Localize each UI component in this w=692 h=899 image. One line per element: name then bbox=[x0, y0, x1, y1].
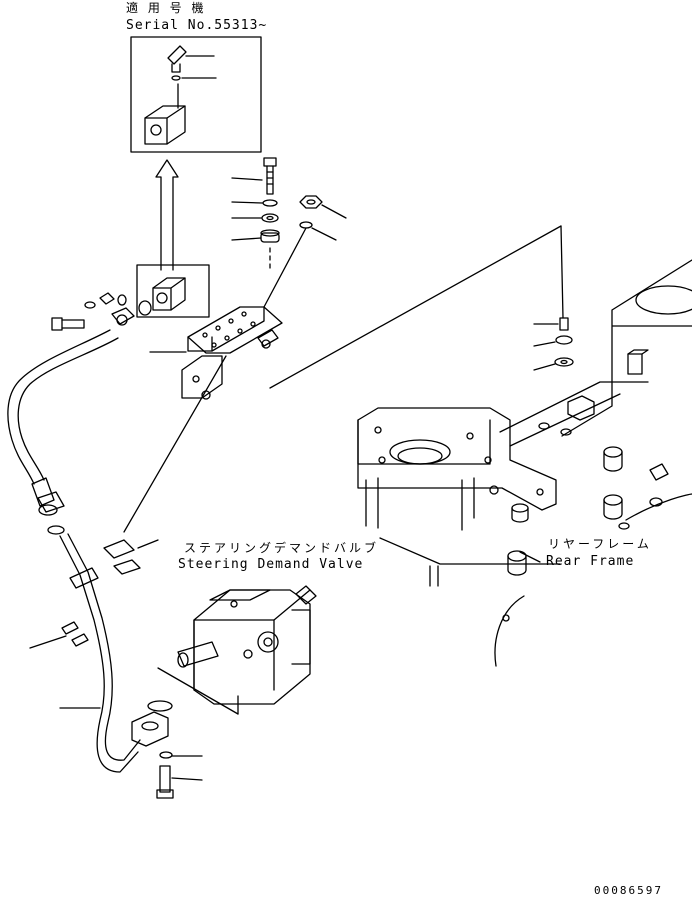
steel-tube-lower bbox=[30, 534, 202, 798]
rear-frame-label-en: Rear Frame bbox=[546, 554, 635, 569]
hose-fittings-upper bbox=[52, 293, 151, 330]
applicable-serial-heading-jp: 適 用 号 機 bbox=[126, 1, 207, 15]
valve-label-jp: ステアリングデマンドバルブ bbox=[184, 541, 380, 555]
hydraulic-hose-upper bbox=[8, 330, 118, 534]
valve-label-en: Steering Demand Valve bbox=[178, 557, 364, 572]
steering-demand-valve bbox=[158, 586, 316, 714]
inset-detail-box bbox=[131, 37, 261, 152]
rear-frame-label-jp: リヤーフレーム bbox=[548, 537, 652, 551]
rear-frame-leader bbox=[520, 552, 540, 562]
drawing-code: 00086597 bbox=[594, 884, 663, 897]
detail-arrow bbox=[137, 160, 209, 317]
bolt-stack bbox=[232, 158, 346, 272]
rear-frame bbox=[358, 260, 692, 666]
serial-number-label: Serial No.55313~ bbox=[126, 18, 268, 33]
mounting-bracket bbox=[124, 226, 563, 532]
